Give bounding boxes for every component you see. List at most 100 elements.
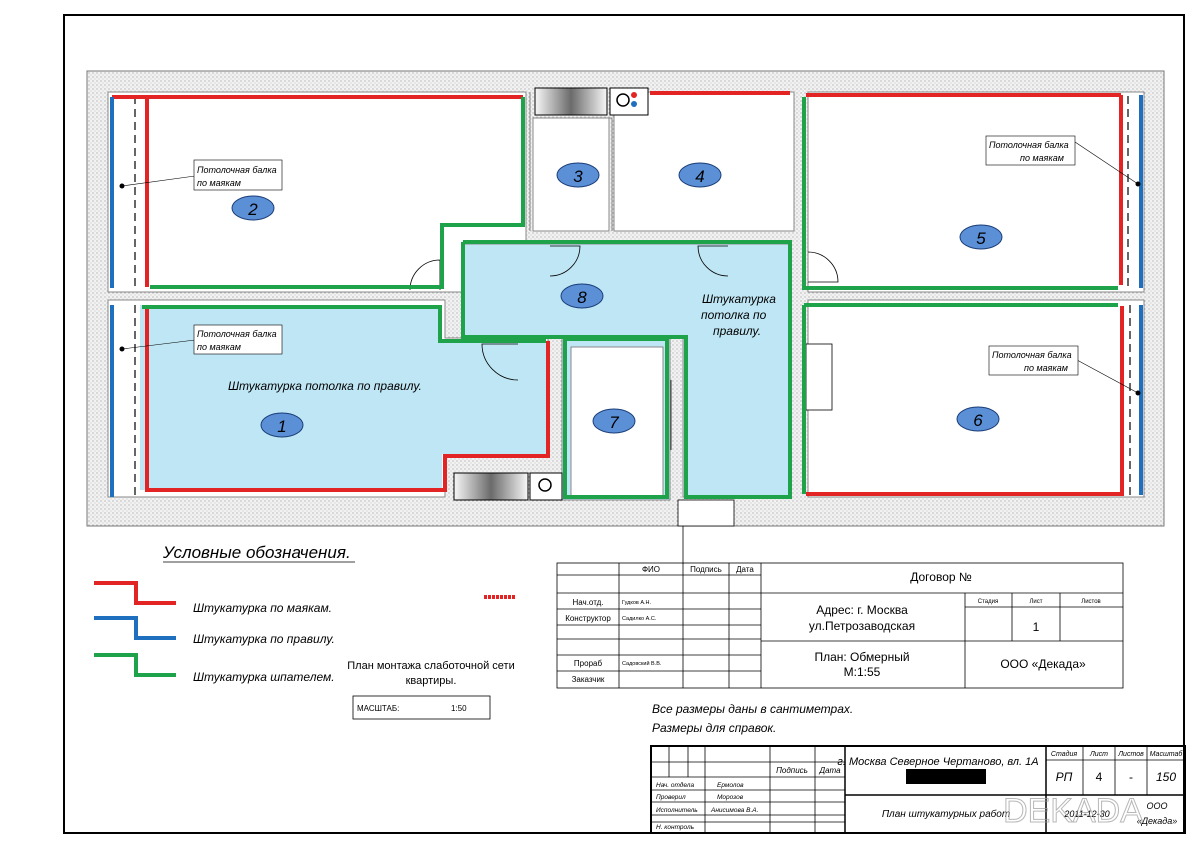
door-room-6 [805, 343, 833, 411]
red-plaster-lines [112, 91, 1124, 496]
room-6-area [807, 299, 1145, 498]
entrance [677, 499, 735, 527]
svg-text:МАСШТАБ:: МАСШТАБ: [357, 704, 399, 713]
ceiling-note-room-8-line1: Штукатурка [702, 292, 776, 306]
stamp2-sheets-value: - [1129, 770, 1133, 784]
svg-text:Н. контроль: Н. контроль [656, 824, 695, 831]
beam-note-room-1: Потолочная балка по маякам [193, 324, 283, 355]
room-bubble-1: 1 [260, 412, 304, 438]
svg-text:по маякам: по маякам [1024, 363, 1068, 373]
beam-note-room-6: Потолочная балка по маякам [988, 345, 1079, 376]
svg-text:по маякам: по маякам [1020, 153, 1064, 163]
network-plan-line2: квартиры. [406, 675, 457, 687]
stamp1-company: ООО «Декада» [1000, 657, 1086, 671]
door-room-2 [409, 259, 441, 291]
stamp-contract [556, 562, 1124, 689]
note-reference: Размеры для справок. [652, 721, 776, 735]
stamp2-sheet-value: 4 [1096, 770, 1103, 784]
door-room-1 [481, 343, 519, 381]
room-bubble-5: 5 [959, 224, 1003, 250]
stamp-title-block [650, 745, 1186, 834]
svg-text:Садовский В.В.: Садовский В.В. [622, 660, 662, 667]
svg-text:Заказчик: Заказчик [572, 675, 605, 684]
blue-plaster-lines [110, 95, 1143, 497]
stamp1-address-line1: Адрес: г. Москва [816, 603, 908, 617]
stamp2-date: 2011-12-30 [1063, 809, 1109, 819]
svg-text:8: 8 [577, 288, 587, 307]
floor-plan: Потолочная балка по маякам Потолочная ба… [86, 70, 1165, 564]
svg-text:Нач. отдела: Нач. отдела [656, 781, 694, 789]
legend: Условные обозначения. Штукатурка по маяк… [94, 543, 515, 720]
beam-note-room-5: Потолочная балка по маякам [985, 135, 1076, 166]
legend-title: Условные обозначения. [162, 543, 351, 562]
svg-text:Исполнитель: Исполнитель [656, 807, 698, 814]
stamp1-plan-scale: М:1:55 [844, 665, 881, 679]
stamp1-col-date: Дата [736, 565, 754, 574]
svg-text:Потолочная балка: Потолочная балка [989, 140, 1069, 150]
legend-blue-line [94, 616, 176, 640]
svg-text:3: 3 [573, 167, 583, 186]
svg-text:по маякам: по маякам [197, 342, 241, 352]
legend-red-line [94, 581, 176, 605]
sink-bottom [529, 472, 563, 501]
svg-text:Листов: Листов [1081, 599, 1101, 605]
svg-text:по маякам: по маякам [197, 178, 241, 188]
svg-text:Лист: Лист [1089, 751, 1108, 758]
stamp2-org-line2: «Декада» [1137, 816, 1178, 826]
svg-text:Лист: Лист [1029, 599, 1042, 605]
svg-text:Потолочная балка: Потолочная балка [197, 329, 277, 339]
room-bubble-6: 6 [956, 406, 1000, 432]
svg-text:7: 7 [609, 413, 619, 432]
svg-text:Масштаб: Масштаб [1150, 750, 1184, 758]
sheet-frame [63, 14, 1185, 834]
legend-green-line [94, 653, 176, 677]
stamp2-stage-value: РП [1056, 770, 1073, 784]
ceiling-note-room-1: Штукатурка потолка по правилу. [228, 379, 422, 393]
stamp1-contract: Договор № [910, 570, 972, 584]
svg-text:Листов: Листов [1117, 751, 1144, 758]
stamp2-address: г. Москва Северное Чертаново, вл. 1А [837, 756, 1038, 768]
svg-text:5: 5 [976, 229, 986, 248]
stamp1-col-sign: Подпись [690, 565, 722, 574]
stamp1-address-line2: ул.Петрозаводская [809, 619, 915, 633]
svg-text:Дата: Дата [818, 766, 841, 775]
door-room-5 [807, 251, 839, 283]
scale-box [352, 695, 491, 720]
svg-text:Прораб: Прораб [574, 659, 603, 668]
legend-item-blue: Штукатурка по правилу. [193, 632, 335, 646]
svg-text:6: 6 [973, 411, 983, 430]
stamp1-sheet-value: 1 [1033, 620, 1040, 634]
stamp1-plan-type: План: Обмерный [814, 650, 909, 664]
svg-text:2: 2 [247, 200, 258, 219]
ceiling-note-room-8-line2: потолка по [701, 308, 767, 322]
ceiling-note-room-8-line3: правилу. [713, 324, 761, 338]
stamp1-col-fio: ФИО [642, 565, 660, 574]
svg-text:Потолочная балка: Потолочная балка [992, 350, 1072, 360]
svg-text:Нач.отд.: Нач.отд. [572, 598, 603, 607]
svg-text:Потолочная балка: Потолочная балка [197, 165, 277, 175]
room-2-area [107, 91, 527, 293]
svg-text:1:50: 1:50 [451, 704, 467, 713]
stamp2-org-line1: ООО [1146, 801, 1167, 811]
beam-note-room-2: Потолочная балка по маякам [193, 159, 283, 191]
svg-text:Стадия: Стадия [978, 599, 998, 605]
svg-text:Анисимова В.А.: Анисимова В.А. [710, 807, 759, 814]
svg-text:Гудков А.Н.: Гудков А.Н. [622, 600, 652, 606]
door-room-4 [697, 245, 729, 277]
room-bubble-2: 2 [231, 195, 275, 221]
svg-text:Конструктор: Конструктор [565, 614, 611, 623]
network-plan-line1: План монтажа слаботочной сети [347, 660, 514, 672]
svg-text:Стадия: Стадия [1051, 750, 1077, 758]
room-bubble-7: 7 [592, 408, 636, 434]
stamp2-title: План штукатурных работ [882, 808, 1010, 820]
room-bubble-3: 3 [556, 162, 600, 188]
room-bubble-8: 8 [560, 283, 604, 309]
stove-top [534, 87, 608, 116]
watermark: DEKADA [1003, 792, 1143, 830]
stamp2-scale-value: 150 [1156, 770, 1176, 784]
svg-text:Ермолов: Ермолов [717, 782, 744, 789]
note-dimensions: Все размеры даны в сантиметрах. [652, 702, 853, 716]
green-plaster-lines [142, 97, 1118, 499]
room-bubble-4: 4 [678, 162, 722, 188]
